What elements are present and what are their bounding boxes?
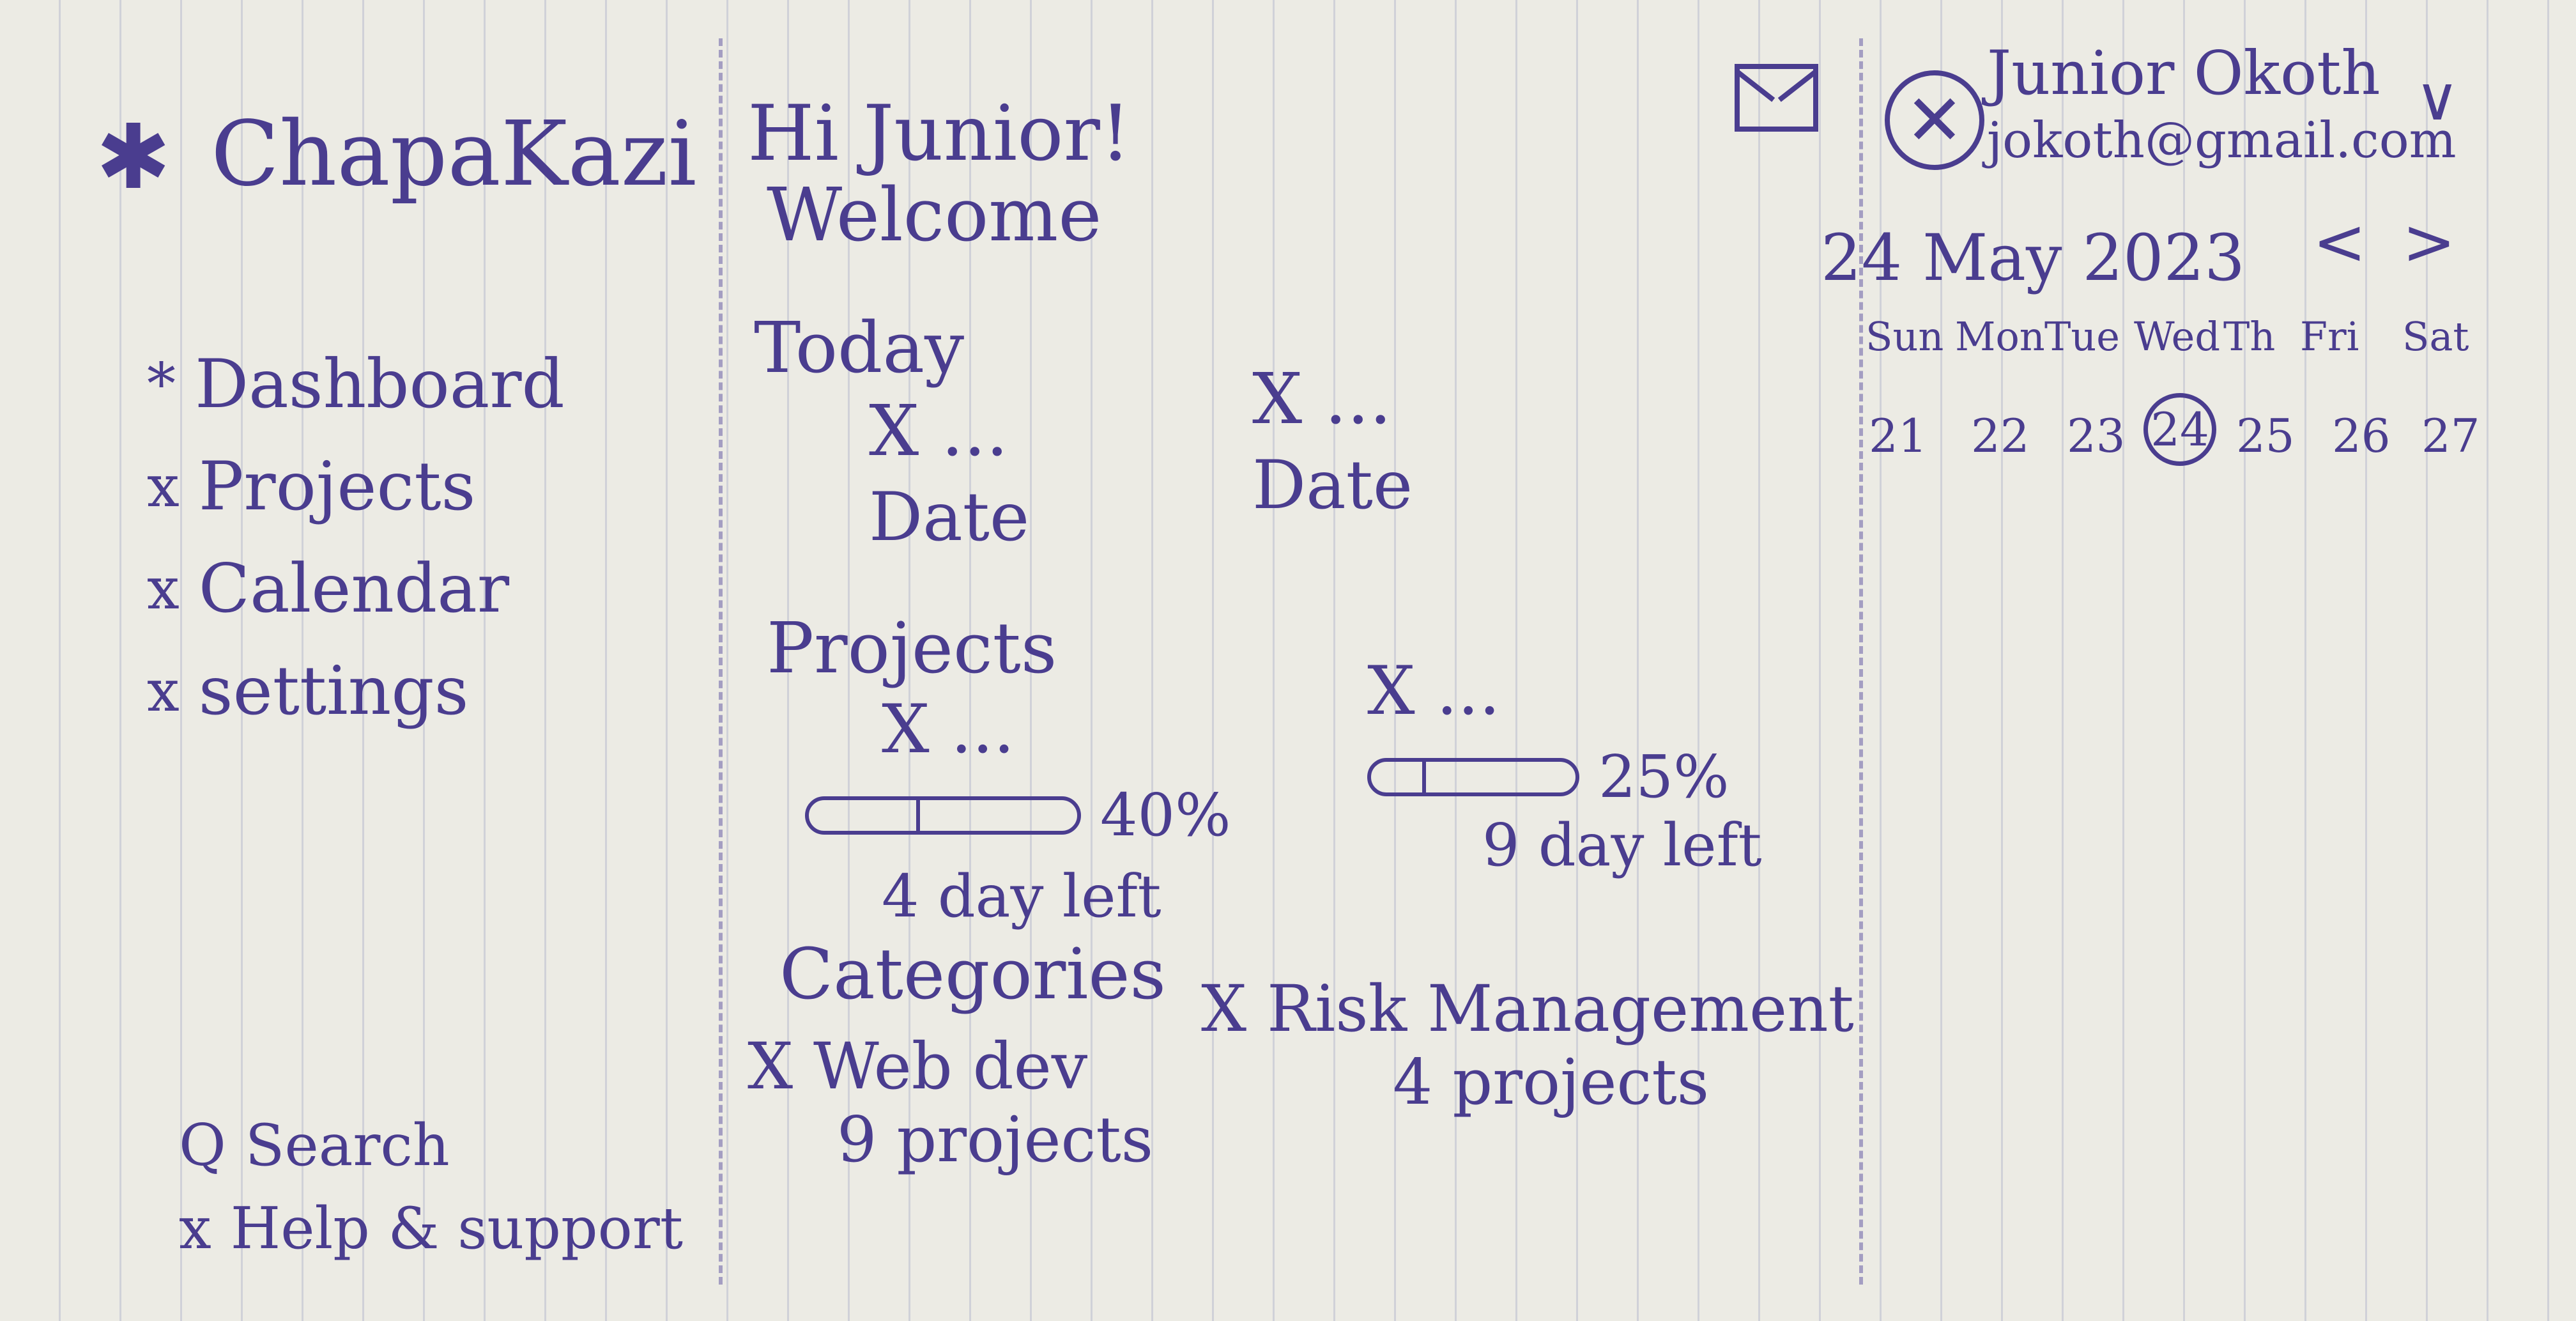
- avatar[interactable]: ✕: [1885, 70, 1984, 170]
- calendar-day[interactable]: 26: [2332, 409, 2391, 463]
- progress-percent: 40%: [1100, 781, 1231, 849]
- projects-section-title: Projects: [767, 607, 1057, 689]
- task-name: X ...: [1252, 358, 1392, 440]
- sidebar-item-dashboard[interactable]: * Dashboard: [147, 345, 565, 423]
- days-left: 4 day left: [882, 862, 1162, 931]
- search-label: Search: [245, 1112, 450, 1179]
- project-name: X ...: [1367, 652, 1501, 730]
- right-panel-divider: [1859, 38, 1863, 1285]
- bullet-icon: x: [147, 555, 180, 622]
- today-task-card[interactable]: X ... Date: [1252, 358, 1413, 524]
- project-name: X ...: [882, 690, 1015, 768]
- brand-logo-icon: ✱: [96, 105, 171, 210]
- sidebar-search[interactable]: Q Search: [179, 1112, 450, 1179]
- calendar-day-selected[interactable]: 24: [2143, 393, 2216, 466]
- calendar-day[interactable]: 25: [2236, 409, 2295, 463]
- weekday-label: Th: [2223, 313, 2276, 360]
- user-email: jokoth@gmail.com: [1987, 112, 2457, 169]
- today-task-card[interactable]: X ... Date: [869, 390, 1029, 556]
- greeting-heading: Hi Junior!: [747, 89, 1131, 178]
- app-name[interactable]: ChapaKazi: [211, 102, 697, 206]
- project-card[interactable]: X ... 25% 9 day left: [1367, 652, 1762, 879]
- welcome-text: Welcome: [767, 173, 1102, 258]
- category-name: X Web dev: [747, 1029, 1088, 1104]
- help-icon: x: [179, 1195, 211, 1262]
- progress-fill: [1371, 761, 1426, 792]
- category-count: 4 projects: [1393, 1046, 1710, 1119]
- sidebar-item-label: Projects: [198, 447, 476, 525]
- sidebar-item-label: Dashboard: [195, 345, 565, 423]
- mail-icon[interactable]: [1735, 64, 1818, 132]
- bullet-icon: x: [147, 452, 180, 520]
- days-left: 9 day left: [1482, 811, 1762, 879]
- bullet-icon: *: [147, 350, 176, 418]
- sidebar-item-projects[interactable]: x Projects: [147, 447, 475, 525]
- sidebar-item-label: settings: [198, 652, 469, 730]
- weekday-label: Wed: [2134, 313, 2221, 360]
- user-name: Junior Okoth: [1987, 38, 2380, 109]
- progress-percent: 25%: [1598, 743, 1729, 811]
- weekday-label: Fri: [2300, 313, 2359, 360]
- calendar-next-button[interactable]: >: [2402, 205, 2456, 279]
- weekday-label: Mon: [1955, 313, 2045, 360]
- bullet-icon: x: [147, 657, 180, 725]
- project-progress-bar: [805, 796, 1081, 835]
- project-progress-bar: [1367, 757, 1579, 796]
- calendar-day[interactable]: 27: [2421, 409, 2480, 463]
- category-name: X Risk Management: [1201, 971, 1854, 1046]
- search-icon: Q: [179, 1112, 226, 1179]
- sidebar-item-calendar[interactable]: x Calendar: [147, 550, 509, 628]
- weekday-label: Sun: [1866, 313, 1944, 360]
- calendar-month-label: 24 May 2023: [1821, 220, 2245, 295]
- weekday-label: Sat: [2402, 313, 2469, 360]
- sidebar-item-label: Calendar: [198, 550, 510, 628]
- calendar-day[interactable]: 22: [1971, 409, 2030, 463]
- chevron-down-icon[interactable]: ∨: [2415, 64, 2460, 134]
- help-label: Help & support: [230, 1195, 683, 1262]
- project-card[interactable]: X ... 40% 4 day left: [805, 690, 1230, 931]
- calendar-day[interactable]: 23: [2067, 409, 2126, 463]
- calendar-prev-button[interactable]: <: [2313, 205, 2366, 279]
- task-date: Date: [869, 478, 1030, 556]
- category-card[interactable]: X Web dev 9 projects: [747, 1029, 1153, 1177]
- today-section-title: Today: [754, 307, 965, 389]
- task-date: Date: [1252, 446, 1413, 524]
- calendar-day[interactable]: 21: [1869, 409, 1928, 463]
- sidebar-help-support[interactable]: x Help & support: [179, 1195, 683, 1262]
- sidebar-item-settings[interactable]: x settings: [147, 652, 468, 730]
- category-card[interactable]: X Risk Management 4 projects: [1201, 971, 1854, 1119]
- category-count: 9 projects: [837, 1104, 1154, 1177]
- weekday-label: Tue: [2044, 313, 2120, 360]
- progress-fill: [809, 800, 920, 831]
- sidebar-divider: [719, 38, 723, 1285]
- categories-section-title: Categories: [779, 933, 1166, 1015]
- task-name: X ...: [869, 390, 1009, 472]
